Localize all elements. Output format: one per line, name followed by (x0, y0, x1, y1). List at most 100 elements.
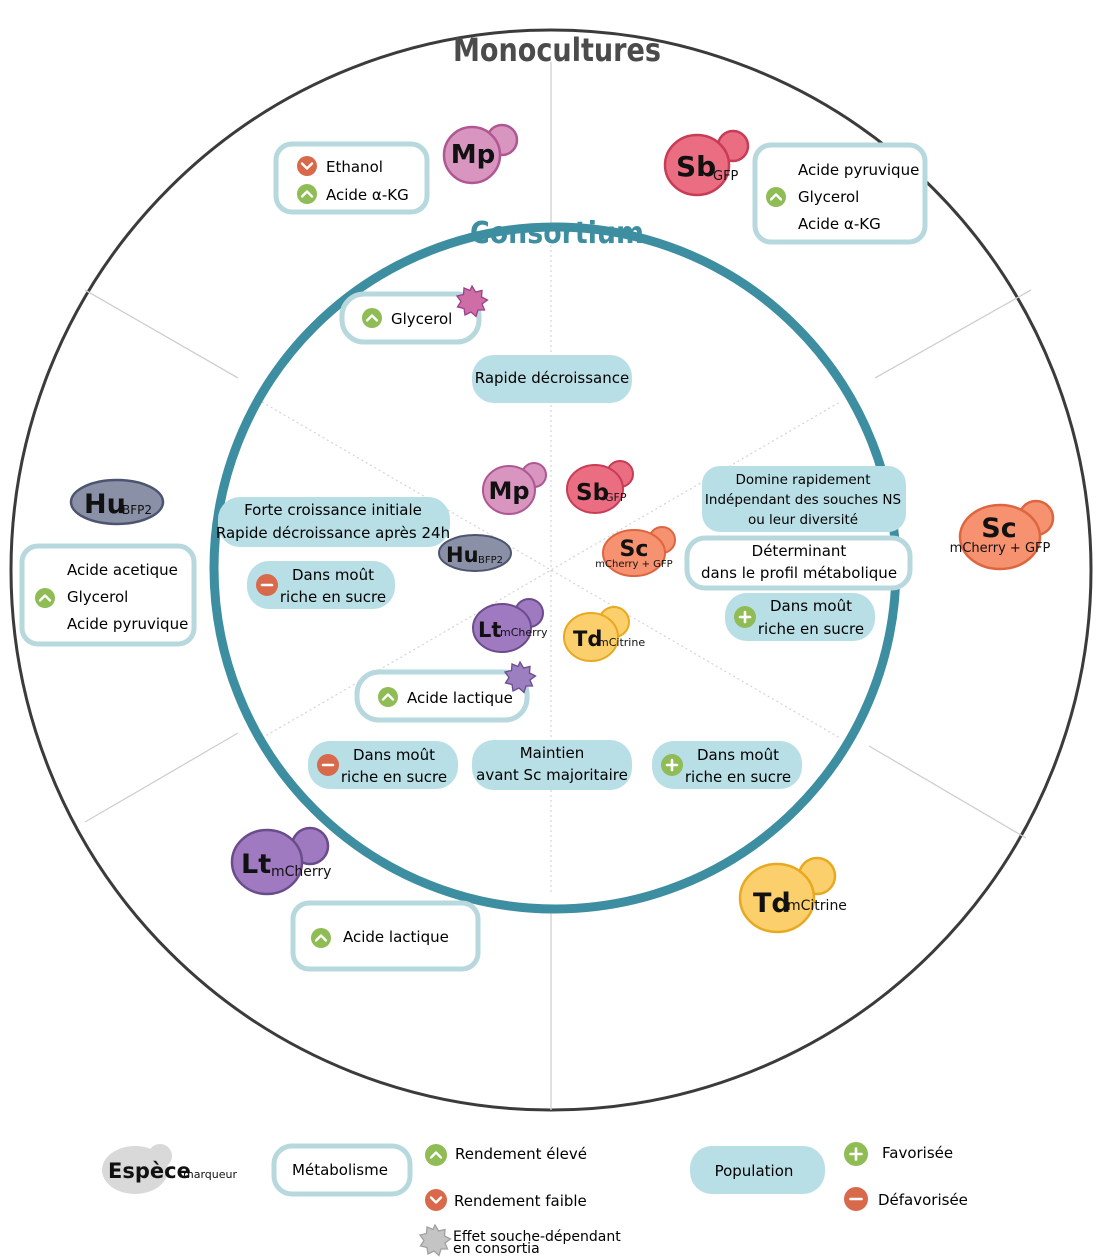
svg-text:Dans moût: Dans moût (770, 597, 852, 615)
mono-hu-item: Acide acetique (67, 561, 178, 579)
mono-mp-item: Ethanol (326, 158, 383, 176)
favored-icon (844, 1142, 868, 1166)
species-hu-mono: Hu BFP2 (69, 478, 165, 526)
cons-meta-sc: Déterminant dans le profil métabolique (684, 535, 913, 591)
mono-hu-item: Glycerol (67, 588, 128, 606)
svg-text:Sb: Sb (676, 150, 716, 183)
sector-dividers (84, 62, 1032, 1110)
cons-lactique-box: Acide lactique (354, 660, 537, 723)
high-yield-icon (311, 928, 331, 948)
legend-effect: en consortia (453, 1241, 540, 1257)
svg-text:Dans moût: Dans moût (292, 566, 374, 584)
mono-mp-metabolism-box: Ethanol Acide α-KG (273, 141, 430, 215)
svg-text:Mp: Mp (488, 477, 529, 505)
consortium-title: Consortium (470, 216, 644, 251)
svg-text:mCitrine: mCitrine (787, 898, 847, 914)
cons-pop-mp: Rapide décroissance (472, 355, 632, 403)
cons-lt-sugar: Dans moût riche en sucre (308, 741, 458, 789)
disfavored-icon (256, 574, 278, 596)
svg-text:Hu: Hu (446, 543, 479, 567)
svg-text:mCherry: mCherry (271, 864, 331, 880)
svg-text:dans le profil métabolique: dans le profil métabolique (701, 564, 897, 582)
legend-species: Espèce marqueur (102, 1144, 237, 1194)
legend-disfavored: Défavorisée (878, 1191, 968, 1209)
species-sb-cons: Sb GFP (566, 460, 634, 514)
svg-text:Mp: Mp (451, 140, 495, 170)
species-sc-cons: Sc mCherry + GFP (595, 526, 676, 577)
svg-text:Td: Td (573, 627, 602, 651)
svg-text:Hu: Hu (84, 489, 126, 520)
svg-text:mCherry + GFP: mCherry + GFP (950, 541, 1051, 556)
mono-lt-item: Acide lactique (343, 928, 449, 946)
cons-glycerol-box: Glycerol (339, 284, 489, 345)
svg-text:Glycerol: Glycerol (391, 310, 452, 328)
species-mp-cons: Mp (482, 462, 547, 515)
svg-text:Dans moût: Dans moût (697, 746, 779, 764)
legend-effect-icon (418, 1223, 452, 1257)
svg-text:Déterminant: Déterminant (752, 542, 847, 560)
strain-effect-icon (455, 284, 489, 318)
species-td-cons: Td mCitrine (563, 606, 645, 662)
favored-icon (661, 754, 683, 776)
legend-favored: Favorisée (882, 1144, 953, 1162)
svg-text:riche en sucre: riche en sucre (685, 768, 791, 786)
mono-sb-item: Glycerol (798, 188, 859, 206)
svg-text:riche en sucre: riche en sucre (758, 620, 864, 638)
svg-text:Indépendant des souches NS: Indépendant des souches NS (705, 492, 901, 508)
svg-text:Maintien: Maintien (520, 744, 585, 762)
svg-text:Sc: Sc (620, 537, 649, 562)
mono-lt-metabolism-box: Acide lactique (290, 900, 481, 972)
cons-sc-sugar: Dans moût riche en sucre (725, 593, 875, 641)
legend-effect: Effet souche-dépendant (453, 1229, 621, 1245)
svg-text:avant Sc majoritaire: avant Sc majoritaire (476, 766, 628, 784)
species-mp-mono: Mp (442, 123, 519, 185)
svg-text:Forte croissance initiale: Forte croissance initiale (244, 501, 422, 519)
cons-td-sugar: Dans moût riche en sucre (652, 741, 802, 789)
svg-text:Domine rapidement: Domine rapidement (735, 472, 870, 488)
svg-text:Espèce: Espèce (108, 1159, 191, 1183)
low-yield-icon (297, 156, 317, 176)
legend-metabolism: Métabolisme (271, 1143, 413, 1197)
legend-population: Population (690, 1146, 825, 1194)
svg-text:Sc: Sc (981, 513, 1016, 544)
disfavored-icon (844, 1187, 868, 1211)
svg-text:GFP: GFP (605, 491, 627, 504)
svg-text:ou leur diversité: ou leur diversité (748, 512, 858, 528)
cons-hu-sugar: Dans moût riche en sucre (247, 561, 395, 609)
high-yield-icon (378, 687, 398, 707)
svg-text:GFP: GFP (713, 169, 739, 184)
svg-text:Acide lactique: Acide lactique (407, 689, 513, 707)
svg-text:marqueur: marqueur (183, 1168, 237, 1181)
mono-mp-item: Acide α-KG (326, 186, 409, 204)
mono-sb-item: Acide pyruvique (798, 161, 919, 179)
mono-hu-metabolism-box: Acide acetique Glycerol Acide pyruvique (19, 543, 197, 647)
legend: Espèce marqueur Métabolisme Rendement él… (102, 1142, 968, 1257)
low-yield-icon (425, 1189, 447, 1211)
svg-text:Population: Population (715, 1162, 794, 1180)
species-sc-mono: Sc mCherry + GFP (950, 499, 1055, 571)
svg-text:Métabolisme: Métabolisme (292, 1161, 388, 1179)
high-yield-icon (297, 184, 317, 204)
svg-text:Td: Td (753, 888, 791, 919)
cons-pop-sc: Domine rapidement Indépendant des souche… (702, 466, 906, 532)
species-hu-cons: Hu BFP2 (438, 534, 512, 572)
high-yield-icon (35, 588, 55, 608)
species-td-mono: Td mCitrine (738, 856, 847, 934)
legend-low: Rendement faible (454, 1192, 587, 1210)
svg-text:BFP2: BFP2 (122, 503, 152, 517)
species-lt-cons: Lt mCherry (472, 598, 548, 653)
high-yield-icon (425, 1144, 447, 1166)
svg-text:Lt: Lt (478, 618, 501, 642)
svg-text:riche en sucre: riche en sucre (280, 588, 386, 606)
svg-text:Rapide décroissance après 24h: Rapide décroissance après 24h (216, 524, 450, 542)
legend-high: Rendement élevé (455, 1145, 587, 1163)
favored-icon (734, 606, 756, 628)
high-yield-icon (362, 308, 382, 328)
monocultures-title: Monocultures (453, 31, 661, 69)
svg-text:BFP2: BFP2 (478, 555, 503, 566)
species-lt-mono: Lt mCherry (230, 826, 331, 896)
mono-hu-item: Acide pyruvique (67, 615, 188, 633)
svg-text:Dans moût: Dans moût (353, 746, 435, 764)
strain-effect-icon (503, 660, 537, 694)
